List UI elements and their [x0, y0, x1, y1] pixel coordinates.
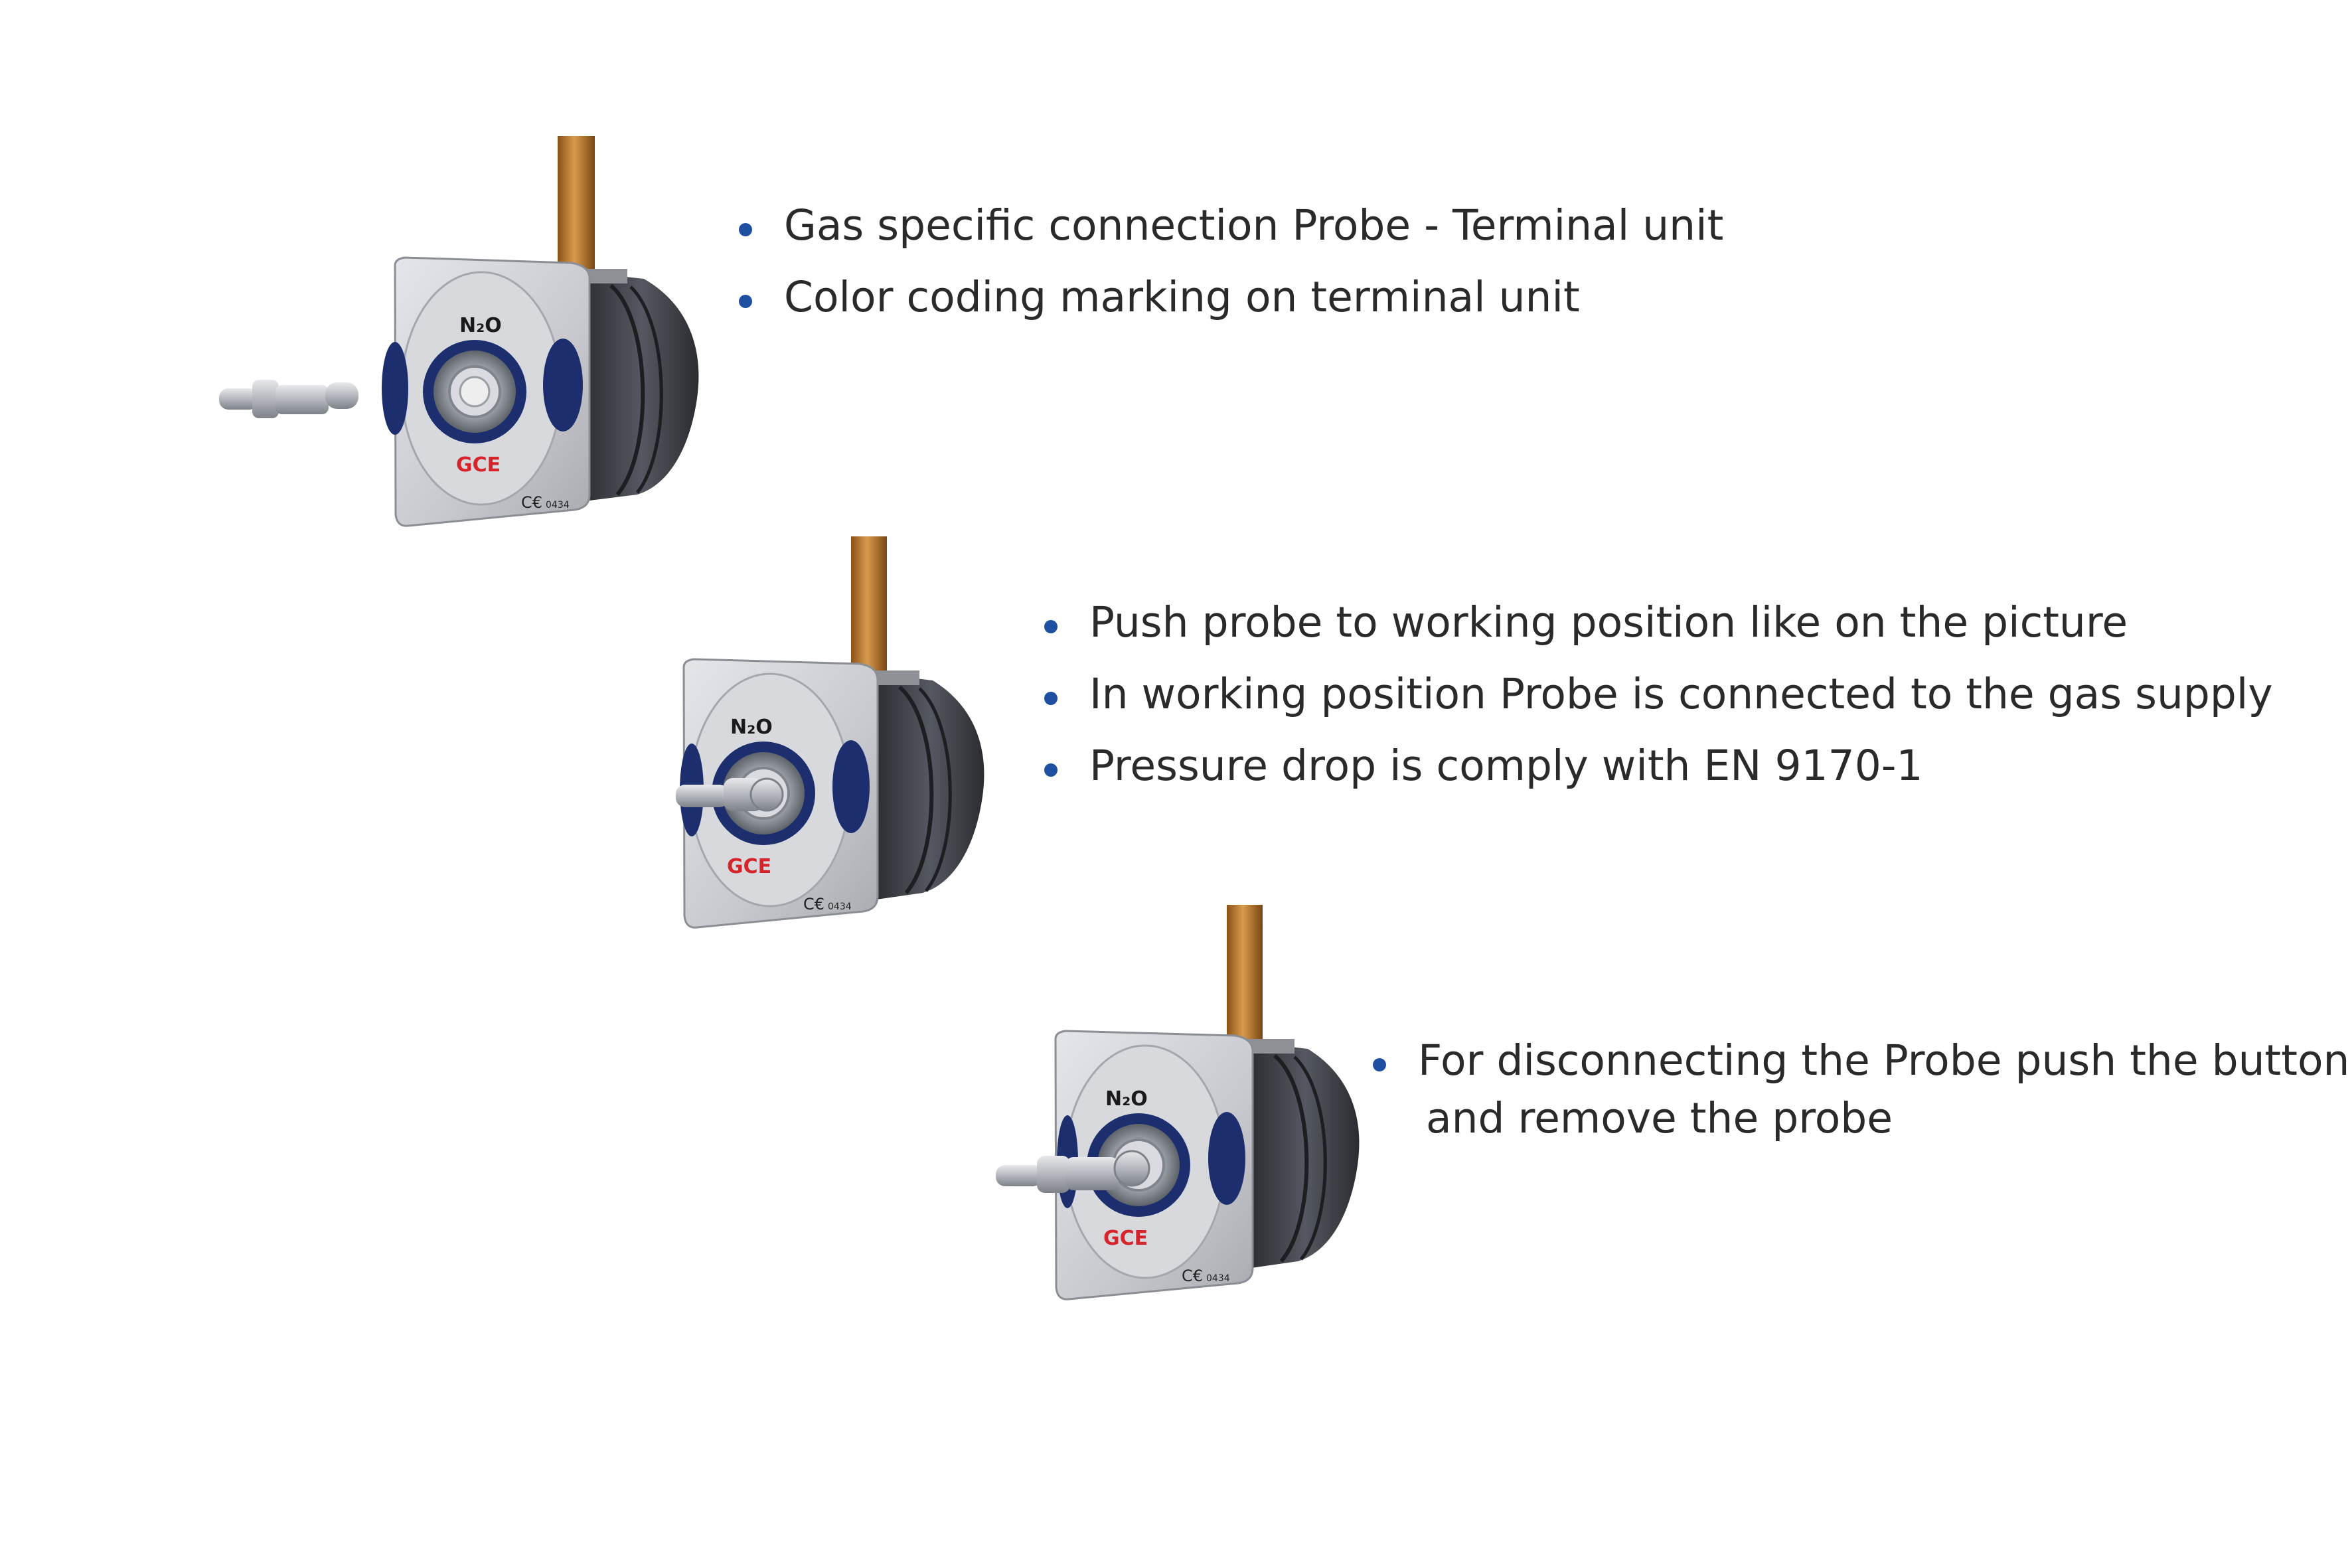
list-item: Push probe to working position like on t… — [1044, 601, 2273, 673]
terminal-unit-step-1: N₂O GCE C€ 0434 — [212, 133, 717, 538]
list-item: In working position Probe is connected t… — [1044, 673, 2273, 745]
brand-logo: GCE — [1103, 1227, 1148, 1250]
pipe — [1227, 905, 1263, 1051]
color-indicator-right — [543, 339, 583, 431]
bullet-list-step-2: Push probe to working position like on t… — [1044, 601, 2273, 817]
pipe — [851, 536, 887, 682]
gas-label: N₂O — [1105, 1087, 1148, 1111]
terminal-unit-illustration: N₂O GCE C€ 0434 — [676, 536, 984, 929]
ce-code: 0434 — [828, 902, 852, 912]
bullet-icon — [739, 295, 752, 308]
bullet-icon — [1373, 1058, 1386, 1071]
terminal-unit-illustration: N₂O GCE C€ 0434 — [219, 136, 699, 527]
color-indicator-left — [382, 342, 408, 435]
bullet-list-step-3: For disconnecting the Probe push the but… — [1373, 1040, 2349, 1139]
probe — [219, 380, 358, 418]
bullet-icon — [1044, 763, 1058, 777]
color-indicator-right — [832, 740, 870, 833]
pipe — [558, 136, 595, 282]
list-item: Gas specific connection Probe - Terminal… — [739, 204, 1723, 276]
brand-logo: GCE — [456, 453, 501, 477]
probe-removing — [996, 1150, 1150, 1193]
terminal-unit-step-3: N₂O GCE C€ 0434 — [989, 900, 1374, 1311]
bullet-icon — [1044, 620, 1058, 633]
list-item: Color coding marking on terminal unit — [739, 276, 1723, 348]
gas-label: N₂O — [459, 314, 502, 337]
list-item: For disconnecting the Probe push the but… — [1373, 1040, 2349, 1139]
brand-logo: GCE — [727, 855, 771, 878]
ce-mark: C€ — [521, 493, 542, 512]
ce-mark: C€ — [1182, 1267, 1203, 1285]
ce-code: 0434 — [1206, 1273, 1230, 1284]
probe-inserted — [676, 777, 784, 812]
list-item: Pressure drop is comply with EN 9170-1 — [1044, 745, 2273, 817]
terminal-unit-illustration: N₂O GCE C€ 0434 — [996, 905, 1360, 1300]
bullet-icon — [1044, 692, 1058, 705]
color-indicator-right — [1208, 1112, 1245, 1205]
ce-code: 0434 — [546, 500, 570, 510]
bullet-list-step-1: Gas specific connection Probe - Terminal… — [739, 204, 1723, 348]
terminal-unit-step-2: N₂O GCE C€ 0434 — [657, 531, 1002, 936]
bullet-icon — [739, 223, 752, 236]
ce-mark: C€ — [803, 895, 824, 913]
gas-label: N₂O — [730, 716, 773, 739]
